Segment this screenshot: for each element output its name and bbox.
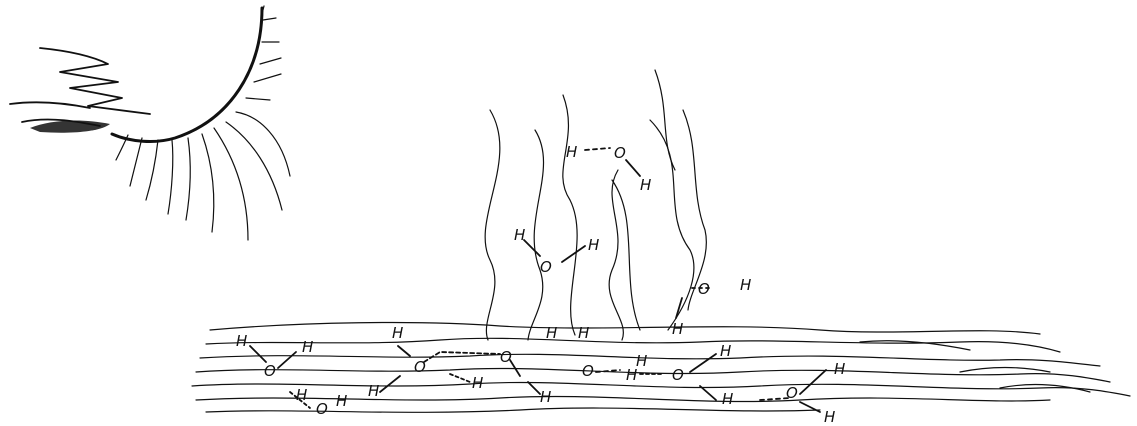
sun-rays (116, 6, 290, 240)
vapor-o-label: O (614, 144, 626, 162)
sun-shadow-smudge (30, 121, 110, 133)
liquid-o-label: O (500, 348, 512, 366)
vapor-o-label: O (698, 280, 710, 298)
surface-h-label: H (546, 324, 557, 342)
water-layers (192, 323, 1130, 413)
liquid-h-label: H (824, 408, 835, 426)
vapor-h-label: H (740, 276, 751, 294)
vapor-h-label: H (588, 236, 599, 254)
liquid-o-label: O (316, 400, 328, 418)
heat-zigzag (10, 48, 150, 126)
vapor-o-label: O (540, 258, 552, 276)
vapor-h-label: H (566, 143, 577, 161)
liquid-h-label: H (296, 386, 307, 404)
liquid-h-label: H (636, 352, 647, 370)
sun-disc-arc (112, 8, 262, 141)
vapor-h-label: H (640, 176, 651, 194)
liquid-o-label: O (582, 362, 594, 380)
vapor-waves (485, 70, 706, 340)
liquid-h-label: H (720, 342, 731, 360)
liquid-h-label: H (336, 392, 347, 410)
surface-h-label: H (672, 320, 683, 338)
liquid-h-label: H (472, 374, 483, 392)
liquid-o-label: O (672, 366, 684, 384)
liquid-h-label: H (834, 360, 845, 378)
liquid-o-label: O (786, 384, 798, 402)
surface-h-label: H (392, 324, 403, 342)
vapor-h-label: H (514, 226, 525, 244)
surface-h-label: H (578, 324, 589, 342)
liquid-h-label: H (236, 332, 247, 350)
liquid-h-label: H (722, 390, 733, 408)
liquid-o-label: O (264, 362, 276, 380)
liquid-h-label: H (540, 388, 551, 406)
liquid-h-label: H (368, 382, 379, 400)
liquid-h-label: H (302, 338, 313, 356)
liquid-o-label: O (414, 358, 426, 376)
sun-icon (10, 6, 290, 240)
